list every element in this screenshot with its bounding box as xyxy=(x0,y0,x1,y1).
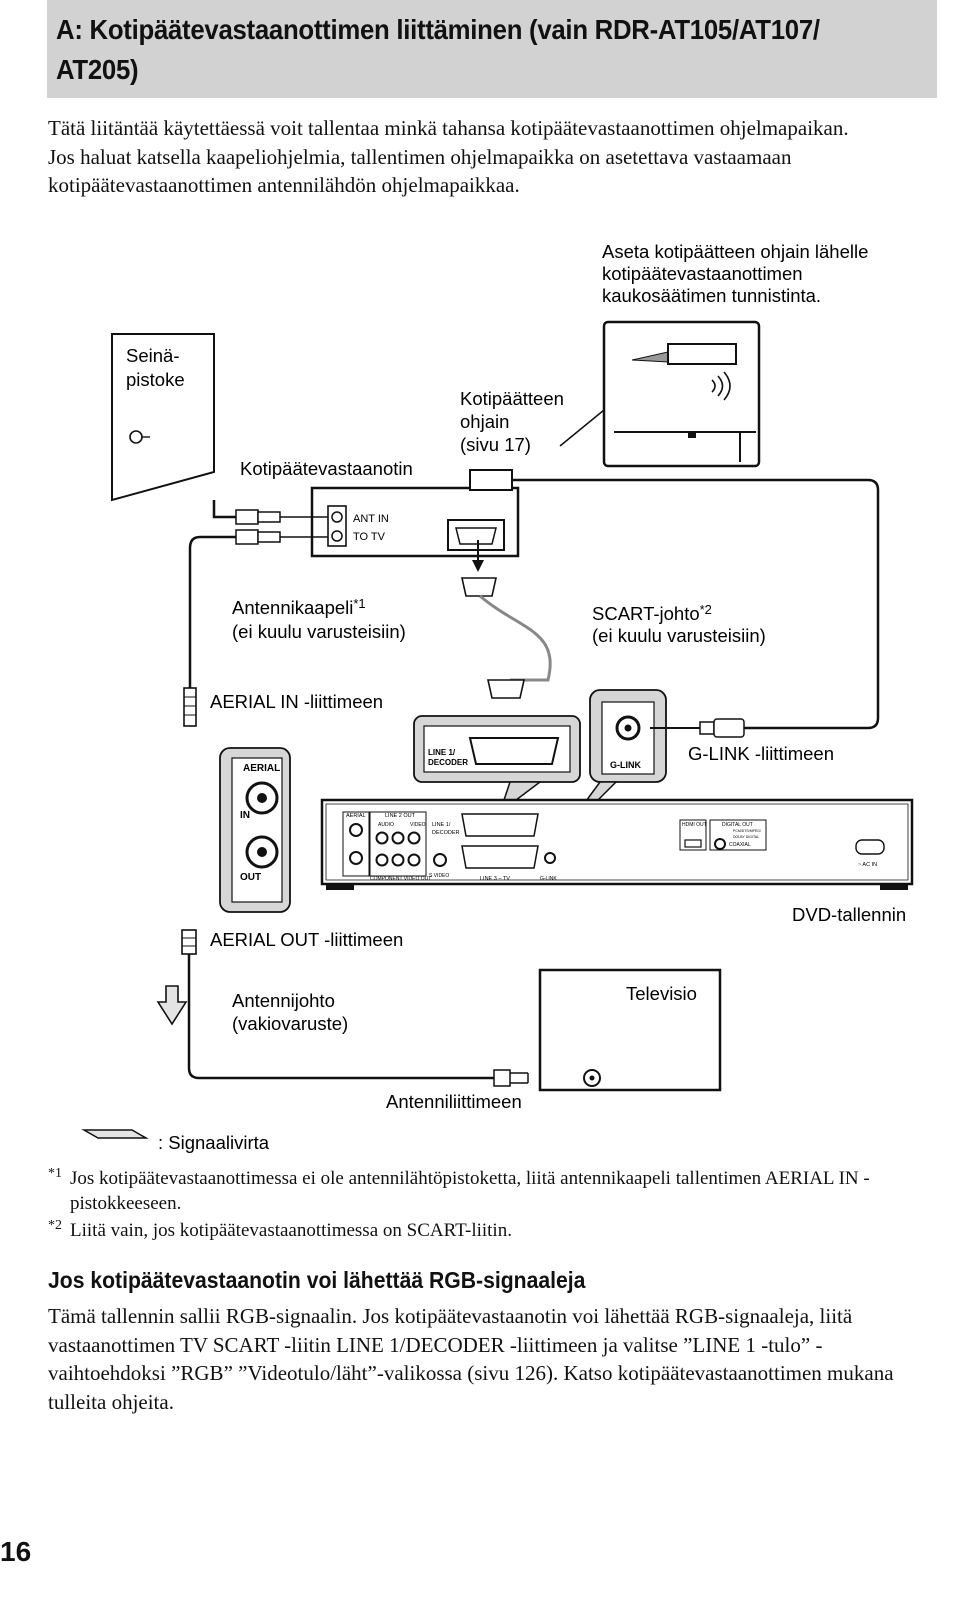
to-tv-label: TO TV xyxy=(353,531,386,543)
rear-coaxial: COAXIAL xyxy=(729,842,751,848)
remote-note-line-2: kotipäätevastaanottimen xyxy=(602,263,803,284)
rear-component: COMPONENT VIDEO OUT xyxy=(370,876,431,882)
television xyxy=(538,968,722,1092)
rear-glink: G-LINK xyxy=(540,876,557,882)
header-banner xyxy=(47,0,937,98)
antenna-lead-label-2: (vakiovaruste) xyxy=(232,1013,348,1034)
panel-line1-label-1: LINE 1/ xyxy=(428,748,456,757)
set-top-box-label: Kotipäätevastaanotin xyxy=(240,458,413,479)
antenna-plugs xyxy=(235,509,281,545)
tv-antenna-plug xyxy=(493,1069,529,1087)
footnote-2-mark: *2 xyxy=(48,1218,62,1233)
scart-cable xyxy=(461,540,552,699)
rear-line3-tv: LINE 3 – TV xyxy=(480,876,510,882)
dvd-recorder-rear xyxy=(320,798,914,890)
rear-line2-out: LINE 2 OUT xyxy=(385,813,416,819)
rear-audio: AUDIO xyxy=(378,822,394,828)
section-heading: Jos kotipäätevastaanotin voi lähettää RG… xyxy=(48,1267,586,1293)
aerial-in-plug xyxy=(183,687,197,727)
intro-paragraph-2: Jos haluat katsella kaapeliohjelmia, tal… xyxy=(48,144,792,198)
antenna-lead-label-1: Antennijohto xyxy=(232,990,335,1011)
wall-outlet-label-1: Seinä- xyxy=(126,345,179,366)
rear-svideo: S VIDEO xyxy=(429,873,449,879)
page-title: A: Kotipäätevastaanottimen liittäminen (… xyxy=(56,14,820,85)
dvd-recorder-label: DVD-tallennin xyxy=(792,904,906,925)
television-label: Televisio xyxy=(626,983,697,1004)
page-number: 16 xyxy=(0,1536,32,1567)
signal-flow-legend: : Signaalivirta xyxy=(158,1132,270,1153)
remote-note-line-3: kaukosäätimen tunnistinta. xyxy=(602,285,821,306)
footnote-1-mark: *1 xyxy=(48,1166,62,1181)
wall-outlet-label-2: pistoke xyxy=(126,369,185,390)
aerial-out-plug xyxy=(181,929,197,955)
rear-pcm: PCM/DTS/MPEG/ xyxy=(733,829,761,833)
antenna-cable xyxy=(188,535,236,690)
panel-in-label: IN xyxy=(240,810,250,821)
panel-glink-label: G-LINK xyxy=(610,760,641,770)
signal-arrow-icon xyxy=(156,985,188,1026)
aerial-out-label: AERIAL OUT -liittimeen xyxy=(210,929,403,950)
controller-label-3: (sivu 17) xyxy=(460,434,531,455)
footnote-1: *1 Jos kotipäätevastaanottimessa ei ole … xyxy=(48,1166,928,1216)
rear-line1-1: LINE 1/ xyxy=(432,822,451,828)
remote-detail-illustration xyxy=(602,320,761,468)
glink-label: G-LINK -liittimeen xyxy=(688,743,834,764)
remote-pointer-line xyxy=(559,409,605,447)
intro-text: Tätä liitäntää käytettäessä voit tallent… xyxy=(48,114,928,200)
panel-line1-label-2: DECODER xyxy=(428,758,468,767)
rear-line1-2: DECODER xyxy=(432,830,460,836)
signal-flow-icon xyxy=(81,1129,149,1139)
glink-plug xyxy=(650,718,745,738)
scart-cable-label: SCART-johto*2 xyxy=(592,602,712,624)
rear-ac-in: ~ AC IN xyxy=(858,862,877,868)
controller-label-1: Kotipäätteen xyxy=(460,388,564,409)
rear-dolby: DOLBY DIGITAL xyxy=(733,835,759,839)
controller-label-2: ohjain xyxy=(460,411,509,432)
controller-cable xyxy=(512,478,880,730)
rear-video: VIDEO xyxy=(410,822,426,828)
wall-outlet xyxy=(111,333,215,502)
antenna-input-label: Antenniliittimeen xyxy=(386,1091,522,1112)
antenna-cable-sub: (ei kuulu varusteisiin) xyxy=(232,621,406,642)
intro-paragraph-1: Tätä liitäntää käytettäessä voit tallent… xyxy=(48,116,849,140)
panel-aerial-label: AERIAL xyxy=(243,763,280,774)
scart-cable-sub: (ei kuulu varusteisiin) xyxy=(592,625,766,646)
aerial-zoom-panel xyxy=(219,747,291,913)
panel-out-label: OUT xyxy=(240,872,261,883)
remote-note-line-1: Aseta kotipäätteen ohjain lähelle xyxy=(602,241,868,262)
footnote-1-text: Jos kotipäätevastaanottimessa ei ole ant… xyxy=(70,1168,870,1214)
rear-hdmi-out: HDMI OUT xyxy=(682,822,707,828)
antenna-lead xyxy=(187,954,494,1080)
antenna-cable-label: Antennikaapeli*1 xyxy=(232,596,366,618)
aerial-in-label: AERIAL IN -liittimeen xyxy=(210,691,383,712)
rear-aerial: AERIAL xyxy=(346,813,366,819)
footnote-2: *2 Liitä vain, jos kotipäätevastaanottim… xyxy=(48,1218,928,1243)
section-body: Tämä tallennin sallii RGB-signaalin. Jos… xyxy=(48,1304,894,1414)
footnote-2-text: Liitä vain, jos kotipäätevastaanottimess… xyxy=(70,1220,512,1241)
ant-in-label: ANT IN xyxy=(353,513,389,525)
set-top-box xyxy=(310,469,520,558)
rear-digital-out: DIGITAL OUT xyxy=(722,822,753,828)
